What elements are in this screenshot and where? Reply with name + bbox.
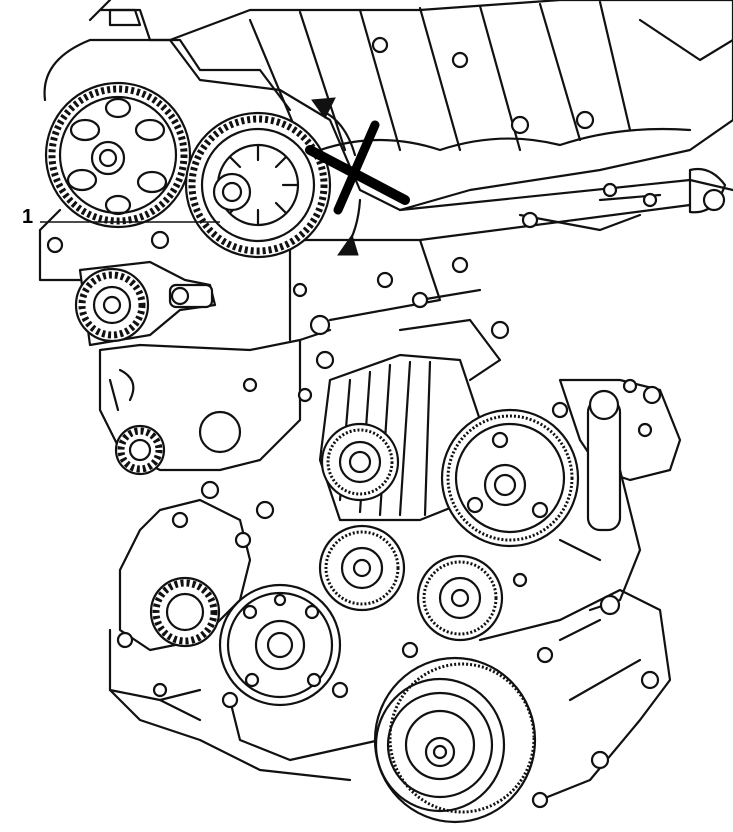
power-steering-pulley (440, 408, 580, 548)
power-steering-pump (551, 378, 682, 612)
oil-pan (108, 572, 554, 782)
intake-manifold (168, 0, 733, 242)
camshaft-sprocket-left (44, 81, 192, 229)
timing-belt-tensioner (74, 260, 217, 347)
crankshaft-pulley (218, 583, 342, 707)
alternator (315, 288, 510, 522)
rotation-arrow-marks (311, 97, 362, 256)
crossed-out-mark (305, 120, 410, 215)
ac-compressor (478, 588, 672, 809)
camshaft-sprocket-right (184, 111, 332, 259)
crankshaft-sprocket (108, 480, 382, 762)
engine-block-front (98, 248, 332, 476)
misc-bolts (46, 230, 469, 309)
idler-pulley-center (318, 524, 406, 612)
idler-pulley-right (416, 554, 504, 642)
callout-label-1: 1 (22, 206, 34, 228)
ac-compressor-pulley (373, 656, 537, 824)
